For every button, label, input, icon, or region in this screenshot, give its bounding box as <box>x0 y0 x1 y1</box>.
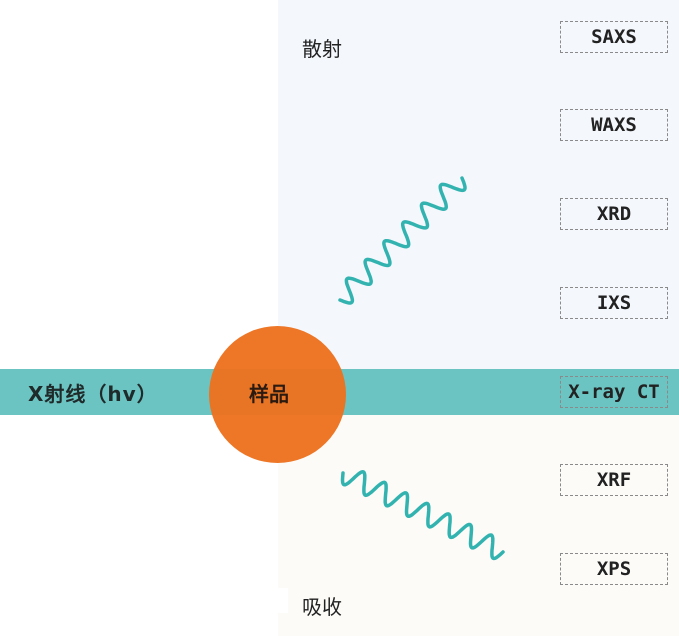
technique-saxs: SAXS <box>560 21 668 53</box>
absorption-label: 吸收 <box>302 595 342 619</box>
technique-xray-ct: X-ray CT <box>560 376 668 408</box>
technique-xrf: XRF <box>560 464 668 496</box>
technique-xps: XPS <box>560 553 668 585</box>
sample-circle <box>209 326 346 463</box>
technique-waxs: WAXS <box>560 109 668 141</box>
scattering-panel <box>278 0 679 369</box>
beam-label: X射线（hv） <box>28 382 158 406</box>
absorption-panel <box>278 415 679 636</box>
emitted-wave <box>340 470 505 561</box>
scattering-label: 散射 <box>302 37 342 61</box>
technique-xrd: XRD <box>560 198 668 230</box>
panel-notch <box>278 588 288 613</box>
scattered-wave <box>338 176 467 305</box>
sample-label: 样品 <box>249 382 289 406</box>
technique-ixs: IXS <box>560 287 668 319</box>
